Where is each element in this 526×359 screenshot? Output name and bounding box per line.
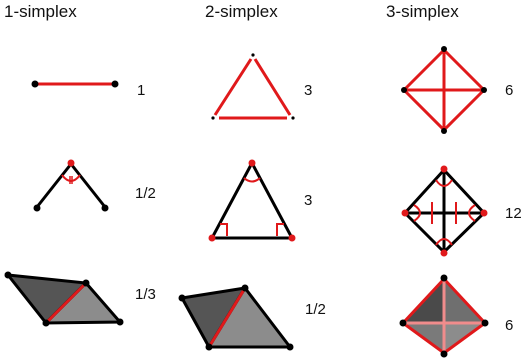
row1-3-simplex [401,46,487,134]
header-3-simplex: 3-simplex [386,2,459,21]
row3-1-simplex [4,271,124,327]
count-row3-1simplex: 1/3 [135,286,156,303]
count-row3-3simplex: 6 [505,317,514,334]
count-row2-3simplex: 12 [505,205,522,222]
row3-2-simplex [178,284,294,351]
row3-3-simplex [399,274,489,358]
count-row2-1simplex: 1/2 [135,185,156,202]
count-row3-2simplex: 1/2 [305,301,326,318]
row1-2-simplex [211,53,295,120]
row1-1-simplex [31,80,119,88]
header-1-simplex: 1-simplex [4,2,77,21]
count-row2-2simplex: 3 [304,192,313,209]
count-row1-2simplex: 3 [304,82,313,99]
count-row1-1simplex: 1 [137,82,146,99]
header-2-simplex: 2-simplex [205,2,278,21]
count-row1-3simplex: 6 [505,82,514,99]
row2-1-simplex [33,159,109,212]
row2-3-simplex [401,165,488,257]
row2-2-simplex [208,159,296,242]
